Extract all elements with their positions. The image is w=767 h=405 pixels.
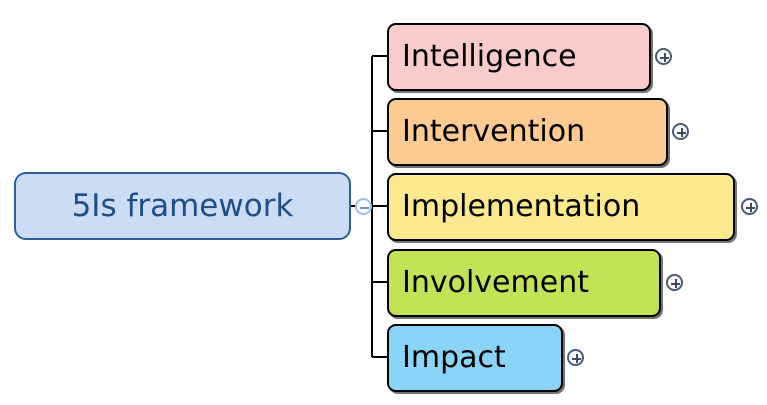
plus-circle-icon-intelligence[interactable] [655, 48, 672, 65]
root-node-label: 5Is framework [71, 187, 294, 224]
root-node-5is-framework[interactable]: 5Is framework [14, 172, 351, 240]
plus-bar-v [576, 354, 578, 363]
child-node-involvement[interactable]: Involvement [387, 249, 661, 317]
plus-circle-icon-implementation[interactable] [741, 198, 758, 215]
plus-bar-v [664, 53, 666, 62]
child-node-label: Involvement [402, 265, 589, 300]
plus-circle-icon-intervention[interactable] [672, 123, 689, 140]
plus-circle-icon-impact[interactable] [567, 349, 584, 366]
child-node-label: Impact [402, 340, 506, 375]
minus-bar [360, 207, 369, 209]
child-node-implementation[interactable]: Implementation [387, 173, 735, 241]
child-node-label: Intervention [402, 114, 586, 149]
minus-circle-icon[interactable] [355, 198, 372, 215]
plus-bar-v [750, 203, 752, 212]
child-node-intelligence[interactable]: Intelligence [387, 23, 651, 91]
plus-circle-icon-involvement[interactable] [666, 274, 683, 291]
child-node-label: Implementation [402, 189, 641, 224]
plus-bar-v [675, 279, 677, 288]
child-node-intervention[interactable]: Intervention [387, 98, 668, 166]
plus-bar-v [681, 128, 683, 137]
child-node-impact[interactable]: Impact [387, 324, 563, 392]
child-node-label: Intelligence [402, 39, 577, 74]
